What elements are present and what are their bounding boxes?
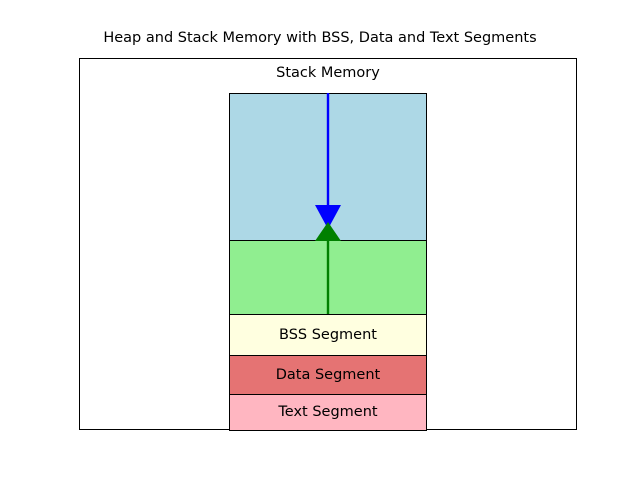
memory-block-data: Data Segment [229, 355, 427, 395]
memory-block-bss-label: BSS Segment [279, 326, 377, 343]
chart-title: Heap and Stack Memory with BSS, Data and… [103, 30, 537, 46]
memory-block-heap [229, 240, 427, 315]
memory-block-stack [229, 93, 427, 241]
memory-block-bss: BSS Segment [229, 314, 427, 356]
memory-block-text: Text Segment [229, 394, 427, 431]
memory-block-data-label: Data Segment [275, 366, 381, 383]
stack-memory-label: Stack Memory [276, 65, 380, 81]
memory-block-text-label: Text Segment [278, 404, 378, 421]
